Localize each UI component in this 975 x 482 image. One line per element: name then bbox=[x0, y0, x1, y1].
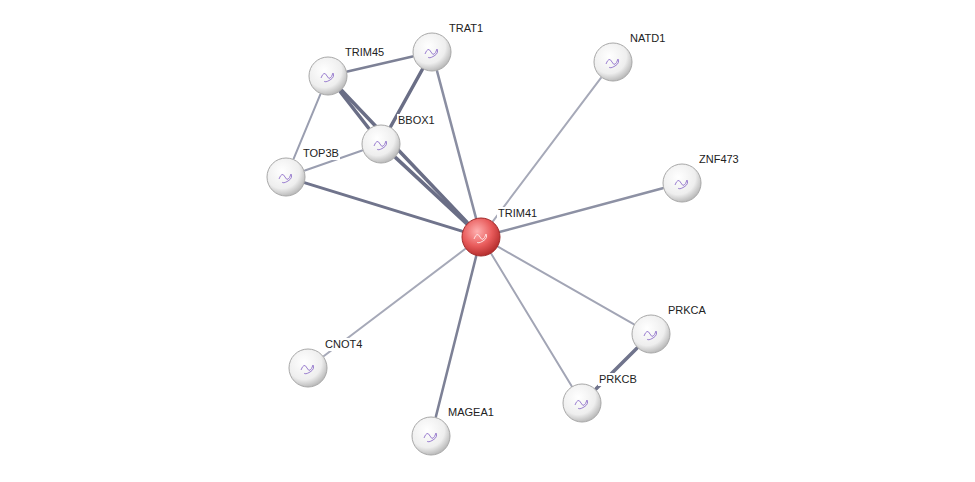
protein-node: MAGEA1 bbox=[411, 416, 451, 456]
node-circle bbox=[461, 217, 501, 257]
protein-node: TOP3B bbox=[266, 157, 306, 197]
interaction-edge bbox=[493, 78, 601, 221]
node-label: CNOT4 bbox=[324, 338, 363, 351]
interaction-edge bbox=[437, 71, 476, 217]
node-circle bbox=[411, 416, 451, 456]
node-circle bbox=[593, 42, 633, 82]
protein-node: TRAT1 bbox=[412, 32, 452, 72]
node-circle bbox=[288, 348, 328, 388]
node-circle bbox=[308, 56, 348, 96]
node-label: TOP3B bbox=[302, 147, 340, 160]
interaction-edge bbox=[498, 247, 633, 324]
node-circle bbox=[631, 314, 671, 354]
protein-node: BBOX1 bbox=[361, 124, 401, 164]
protein-node: TRIM41 bbox=[461, 217, 501, 257]
node-circle bbox=[361, 124, 401, 164]
node-circle bbox=[662, 163, 702, 203]
interaction-edge bbox=[436, 256, 476, 416]
interaction-edge bbox=[324, 249, 465, 356]
protein-node: CNOT4 bbox=[288, 348, 328, 388]
protein-node: PRKCA bbox=[631, 314, 671, 354]
node-label: NATD1 bbox=[629, 32, 666, 45]
node-label: TRIM41 bbox=[497, 207, 538, 220]
protein-node: NATD1 bbox=[593, 42, 633, 82]
node-label: PRKCB bbox=[598, 373, 638, 386]
node-circle bbox=[562, 383, 602, 423]
protein-node: TRIM45 bbox=[308, 56, 348, 96]
protein-node: ZNF473 bbox=[662, 163, 702, 203]
node-circle bbox=[412, 32, 452, 72]
node-label: MAGEA1 bbox=[447, 406, 495, 419]
protein-node: PRKCB bbox=[562, 383, 602, 423]
node-label: ZNF473 bbox=[698, 153, 740, 166]
interaction-edge bbox=[340, 92, 368, 128]
node-label: TRAT1 bbox=[448, 22, 484, 35]
node-label: PRKCA bbox=[667, 304, 707, 317]
interaction-edge bbox=[491, 254, 571, 386]
node-label: BBOX1 bbox=[397, 114, 436, 127]
node-label: TRIM45 bbox=[344, 46, 385, 59]
interaction-edge bbox=[305, 183, 462, 231]
node-circle bbox=[266, 157, 306, 197]
